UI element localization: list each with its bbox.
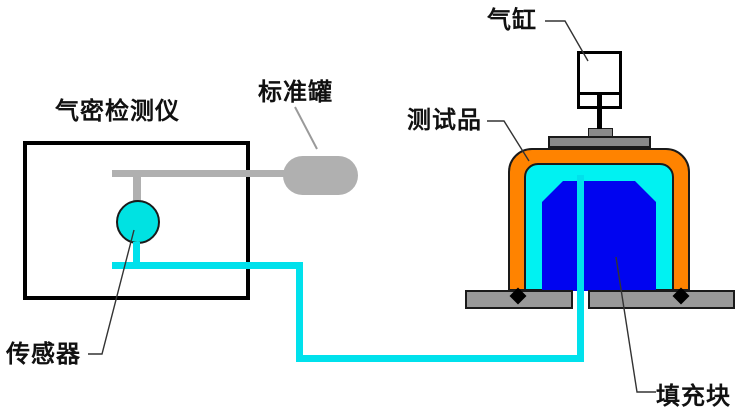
label-detector: 气密检测仪 — [55, 98, 180, 125]
cyan-pipe-vertical-drop — [296, 262, 303, 362]
cyan-pipe-riser — [577, 175, 584, 362]
standard-tank-capsule — [283, 156, 358, 195]
cyan-pipe-lower-run — [296, 355, 584, 362]
piston-foot-block — [588, 128, 613, 137]
filler-block — [542, 181, 656, 291]
pointer-standard-tank — [294, 106, 318, 150]
label-standard-tank: 标准罐 — [258, 79, 333, 106]
label-filler-block: 填充块 — [656, 383, 731, 410]
label-air-cylinder: 气缸 — [487, 7, 537, 34]
label-sensor: 传感器 — [6, 341, 81, 368]
detector-box — [23, 141, 250, 300]
sensor-gray-stub — [133, 175, 141, 202]
gray-pipe — [112, 170, 292, 177]
base-plate-right — [588, 290, 735, 309]
sensor-circle — [116, 200, 160, 244]
sensor-cyan-stub — [133, 242, 140, 264]
label-test-piece: 测试品 — [407, 107, 482, 134]
cyan-pipe-upper-run — [112, 262, 303, 269]
piston-rod — [597, 93, 602, 129]
top-plate — [548, 136, 651, 148]
